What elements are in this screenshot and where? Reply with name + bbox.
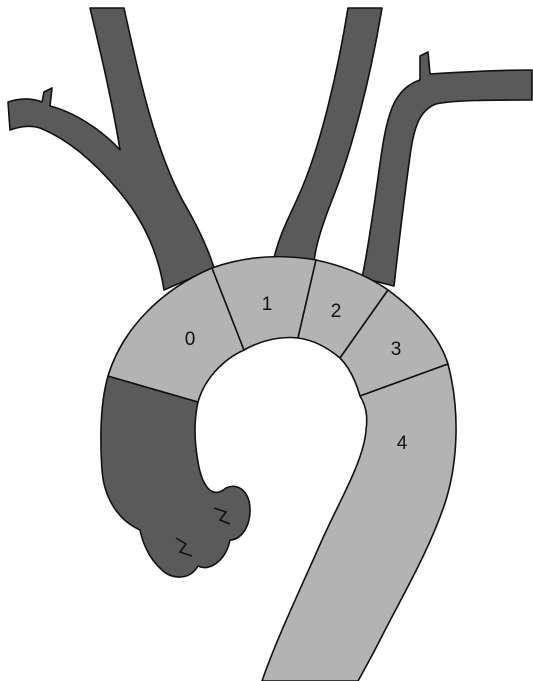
zone-3-label: 3 xyxy=(391,339,402,360)
brachiocephalic-trunk xyxy=(8,8,214,290)
zone-2-label: 2 xyxy=(331,301,342,322)
zone-4-label: 4 xyxy=(397,433,408,454)
zone-0-label: 0 xyxy=(185,329,196,350)
zone-4: 4 xyxy=(262,364,456,681)
zone-1-label: 1 xyxy=(262,294,273,315)
left-subclavian-artery xyxy=(362,52,532,286)
ascending-aorta xyxy=(101,376,250,577)
left-common-carotid-artery xyxy=(274,8,382,262)
